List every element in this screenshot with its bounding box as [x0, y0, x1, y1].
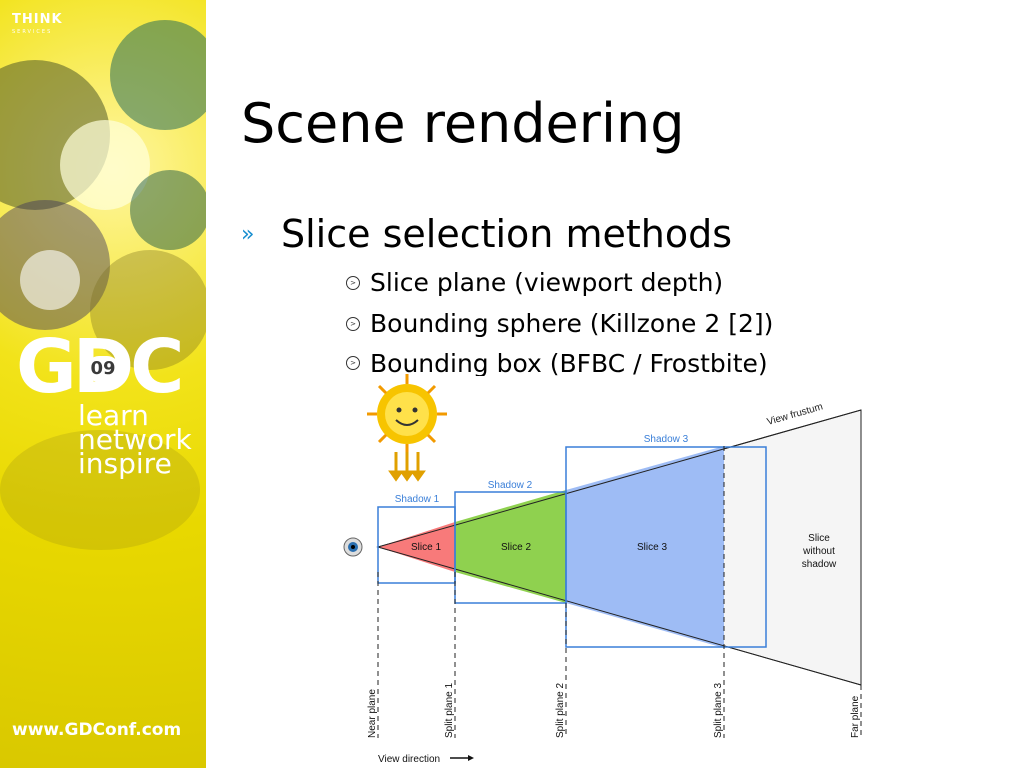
bullet-chevron-icon: »	[241, 221, 255, 247]
main-bullet-text: Slice selection methods	[281, 212, 733, 256]
view-direction-label: View direction	[378, 754, 440, 765]
shadow-3-box	[565, 446, 767, 648]
bullet-circle-icon: >	[346, 316, 360, 331]
split-plane-2-label: Split plane 2	[555, 683, 566, 738]
shadow-3-label: Shadow 3	[644, 434, 689, 445]
sub-bullet-text: Slice plane (viewport depth)	[370, 268, 724, 297]
slide-title: Scene rendering	[241, 92, 685, 155]
slice-1-label: Slice 1	[411, 542, 441, 553]
sun-icon	[367, 374, 447, 454]
tagline-learn: learn	[78, 399, 149, 432]
split-plane-3-label: Split plane 3	[713, 683, 724, 738]
sub-bullet-slice-plane: > Slice plane (viewport depth)	[346, 268, 723, 297]
gdc-year-badge: 09	[86, 356, 120, 382]
sub-bullet-text: Bounding box (BFBC / Frostbite)	[370, 350, 768, 376]
bullet-circle-icon: >	[346, 275, 360, 290]
slice-1-region	[378, 522, 455, 572]
think-services-logo: THINK	[12, 12, 63, 27]
slice-3-region	[566, 446, 724, 648]
shadow-2-label: Shadow 2	[488, 480, 533, 491]
light-arrows-icon	[388, 452, 426, 482]
gdc-sidebar: THINK SERVICES GDC 09 learn network insp…	[0, 0, 206, 768]
unshadowed-slice-label-2: without	[802, 546, 835, 557]
eye-icon	[343, 537, 363, 557]
tagline-inspire: inspire	[78, 447, 172, 480]
cascaded-shadow-diagram: View frustum Shadow 1 Shadow 2 Shadow 3 …	[343, 374, 862, 765]
think-services-subtitle: SERVICES	[12, 29, 53, 35]
slice-2-region	[455, 490, 566, 603]
gdc-url-link[interactable]: www.GDConf.com	[12, 720, 182, 740]
sub-bullet-bounding-sphere: > Bounding sphere (Killzone 2 [2])	[346, 309, 773, 338]
sub-bullet-text: Bounding sphere (Killzone 2 [2])	[370, 309, 774, 338]
unshadowed-slice-label-1: Slice	[808, 533, 830, 544]
near-plane-label: Near plane	[367, 689, 378, 738]
split-plane-1-label: Split plane 1	[444, 683, 455, 738]
bullet-circle-icon: >	[346, 356, 360, 370]
far-plane-label: Far plane	[850, 695, 861, 738]
slice-3-label: Slice 3	[637, 542, 667, 553]
shadow-1-label: Shadow 1	[395, 494, 440, 505]
tagline-network: network	[78, 423, 192, 456]
slice-2-label: Slice 2	[501, 542, 531, 553]
sub-bullet-bounding-box: > Bounding box (BFBC / Frostbite)	[346, 350, 768, 376]
unshadowed-slice-label-3: shadow	[802, 559, 837, 570]
view-direction-arrow-icon	[450, 755, 474, 761]
main-bullet: » Slice selection methods	[241, 212, 732, 256]
